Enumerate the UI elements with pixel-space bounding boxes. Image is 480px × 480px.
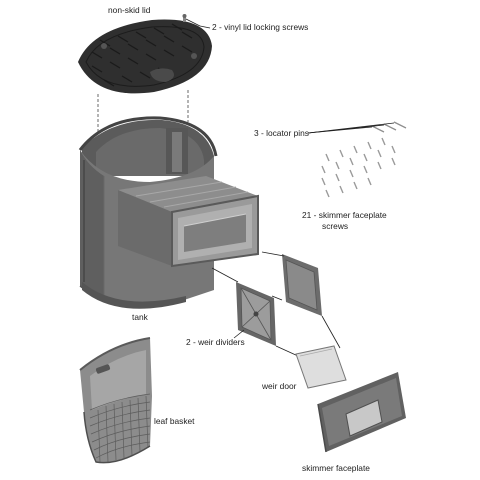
faceplate-screw — [391, 157, 396, 166]
basket-handle-slot — [95, 364, 111, 374]
skimmer-faceplate — [317, 372, 406, 453]
alignment-line — [271, 295, 283, 301]
lid-texture — [91, 23, 193, 87]
lid-screw-hole — [191, 53, 197, 59]
vinyl-lid-locking-screws — [182, 14, 187, 22]
label-faceplate-screws: 21 - skimmer faceplate — [302, 210, 387, 220]
alignment-line — [275, 345, 299, 357]
label-tank: tank — [132, 312, 149, 322]
weir-door — [295, 345, 347, 389]
label-locator-pins: 3 - locator pins — [254, 128, 309, 138]
label-weir-door: weir door — [261, 381, 297, 391]
faceplate-screw — [339, 149, 344, 158]
lid-screw-hole — [101, 43, 107, 49]
weir-divider-front — [236, 282, 276, 346]
tank — [78, 116, 259, 309]
alignment-line — [261, 251, 285, 257]
faceplate-screw — [363, 165, 368, 174]
faceplate-screw — [363, 153, 368, 162]
non-skid-lid — [78, 19, 212, 94]
alignment-line — [211, 267, 239, 283]
label-leaf-basket: leaf basket — [154, 416, 195, 426]
leader-locator-pins — [307, 122, 395, 134]
label-skimmer-faceplate: skimmer faceplate — [302, 463, 370, 473]
faceplate-screw — [349, 169, 354, 178]
label-non-skid-lid: non-skid lid — [108, 5, 151, 15]
faceplate-screw — [353, 181, 358, 190]
faceplate-screw — [335, 161, 340, 170]
label-faceplate-screws-line2: screws — [322, 221, 348, 231]
faceplate-screw — [367, 141, 372, 150]
label-weir-dividers: 2 - weir dividers — [186, 337, 245, 347]
locator-pins — [371, 121, 407, 133]
alignment-line — [321, 315, 341, 349]
lid-handle — [150, 68, 174, 82]
faceplate-screw — [353, 145, 358, 154]
faceplate-screw — [381, 137, 386, 146]
faceplate-screw — [325, 153, 330, 162]
basket-mesh — [89, 393, 151, 463]
leader-weir-dividers — [233, 329, 245, 339]
faceplate-screw — [335, 173, 340, 182]
faceplate-screw — [367, 177, 372, 186]
label-lid-locking-screws: 2 - vinyl lid locking screws — [212, 22, 308, 32]
weir-divider-back — [282, 254, 322, 316]
faceplate-screw — [349, 157, 354, 166]
faceplate-screw — [377, 161, 382, 170]
leader-lid-screws — [185, 18, 201, 27]
skimmer-faceplate-screws — [321, 137, 396, 198]
faceplate-screw — [377, 149, 382, 158]
faceplate-screw — [339, 185, 344, 194]
faceplate-screw — [391, 145, 396, 154]
leaf-basket — [79, 337, 152, 464]
faceplate-screw — [321, 165, 326, 174]
faceplate-screw — [321, 177, 326, 186]
leader-lid-screws — [199, 25, 211, 29]
faceplate-screw — [325, 189, 330, 198]
